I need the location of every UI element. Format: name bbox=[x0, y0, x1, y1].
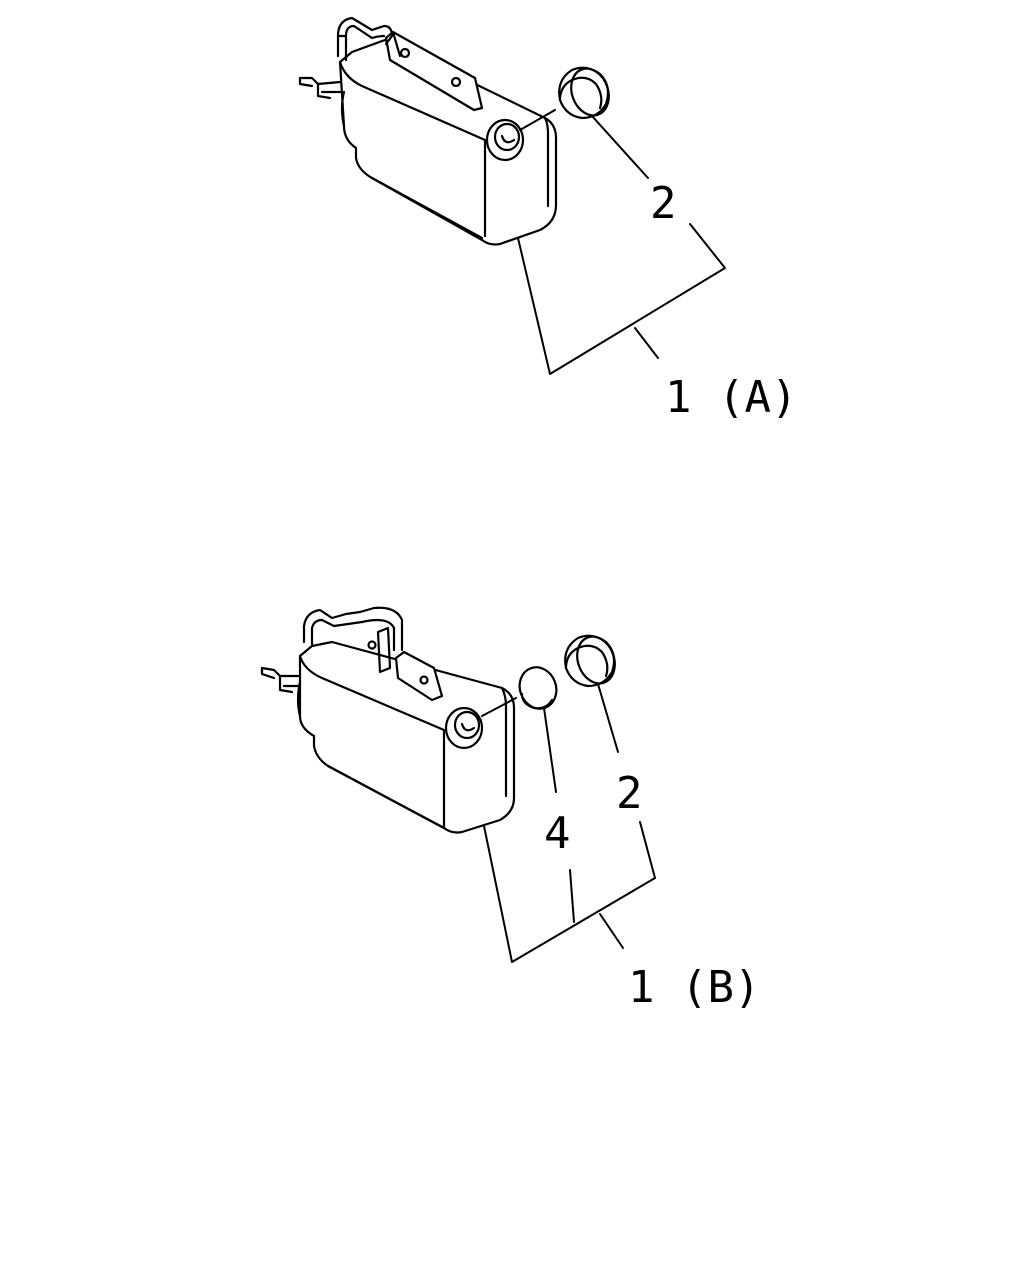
callout-b-2: 2 bbox=[616, 768, 643, 819]
tank-a bbox=[298, 16, 558, 246]
callout-b-4: 4 bbox=[544, 808, 571, 859]
callout-a-2: 2 bbox=[650, 178, 677, 229]
seal-b bbox=[518, 666, 558, 710]
outlet-port-b bbox=[444, 706, 484, 750]
assembly-a: 2 1 (A) bbox=[298, 16, 797, 423]
leader-lines-b bbox=[481, 683, 656, 963]
leader-lines-a bbox=[517, 109, 726, 375]
tank-b bbox=[260, 606, 516, 834]
cap-b bbox=[564, 634, 616, 688]
callout-b-1: 1 (B) bbox=[628, 962, 760, 1013]
cap-a bbox=[558, 66, 610, 120]
assembly-b: 4 2 1 (B) bbox=[260, 606, 760, 1013]
callout-a-1: 1 (A) bbox=[665, 372, 797, 423]
outlet-port-a bbox=[485, 118, 525, 162]
